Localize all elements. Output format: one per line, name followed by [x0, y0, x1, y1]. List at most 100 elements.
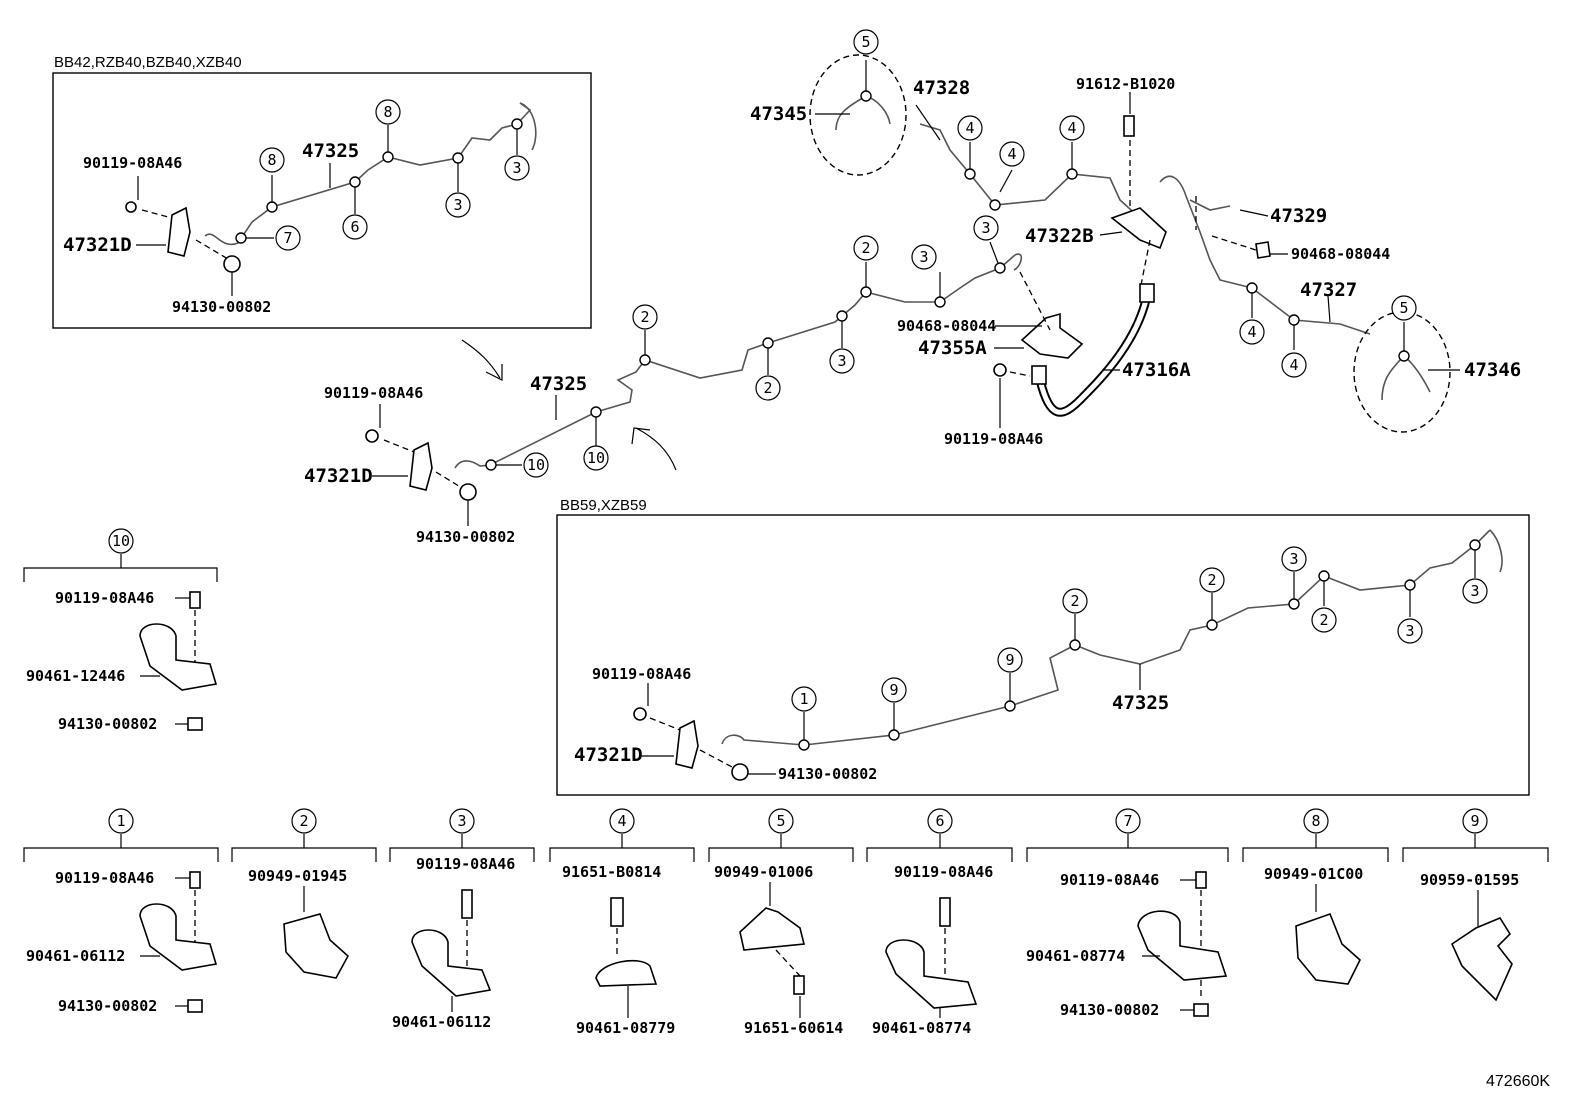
hose-right-circle	[1353, 311, 1451, 433]
callout-bubbles: 8 8 7 6 3 3 10 10 2 2 3 2 3 3 5 4 4 4 4 …	[108, 29, 1488, 834]
label-tube-lower: 47325	[1112, 692, 1169, 714]
main-front-tube: 90119-08A46 47321D 94130-00802 47325	[304, 241, 1023, 546]
svg-text:3: 3	[1470, 582, 1479, 600]
clamp-point	[888, 729, 900, 741]
clamp-point	[1206, 619, 1218, 631]
variant-frame-lower-right	[556, 514, 1530, 796]
clamp-point	[860, 286, 872, 298]
clamp-set-10: 90119-08A46 90461-12446 94130-00802	[23, 554, 218, 733]
svg-text:4: 4	[1007, 145, 1016, 163]
label-nut-main: 94130-00802	[416, 528, 515, 546]
svg-text:4: 4	[1247, 323, 1256, 341]
callout-bubble: 8	[375, 99, 401, 125]
tube-path-upper-left	[204, 102, 532, 246]
clamp-point	[452, 152, 464, 164]
svg-text:10: 10	[527, 456, 545, 474]
label-set5-bolt: 91651-60614	[744, 1019, 843, 1037]
svg-text:2: 2	[1207, 571, 1216, 589]
svg-text:9: 9	[1470, 812, 1479, 830]
svg-text:2: 2	[640, 308, 649, 326]
set-number: 3	[449, 808, 475, 834]
callout-bubble: 7	[275, 225, 301, 251]
label-hose-right: 47346	[1464, 359, 1521, 381]
label-bolt-rear: 91612-B1020	[1076, 75, 1175, 93]
label-tube-main: 47325	[530, 373, 587, 395]
svg-text:7: 7	[283, 229, 292, 247]
label-set10-bolt: 90119-08A46	[55, 589, 154, 607]
label-set1-nut: 94130-00802	[58, 997, 157, 1015]
clamp-point	[1318, 570, 1330, 582]
image-reference: 472660K	[1486, 1073, 1550, 1090]
svg-text:3: 3	[919, 248, 928, 266]
set-number: 2	[291, 808, 317, 834]
svg-text:1: 1	[799, 690, 808, 708]
label-set7-bolt: 90119-08A46	[1060, 871, 1159, 889]
bracket-rear	[1110, 207, 1167, 250]
variant-frame-upper-left	[52, 72, 592, 329]
clamp-point	[1069, 639, 1081, 651]
junction-bracket-lower	[633, 707, 749, 781]
label-set4-clamp: 90461-08779	[576, 1019, 675, 1037]
callout-bubble: 4	[957, 115, 983, 141]
clamp-point	[1469, 539, 1481, 551]
label-bracket-rear: 47322B	[1025, 225, 1094, 247]
svg-text:8: 8	[383, 103, 392, 121]
label-set7-clamp: 90461-08774	[1026, 947, 1125, 965]
arrow-lower	[635, 427, 677, 471]
callout-bubble: 10	[523, 452, 549, 478]
tube-end-upper-left	[519, 102, 537, 151]
label-junction-ul: 47321D	[63, 234, 132, 256]
label-tube-rear-left: 47328	[913, 77, 970, 99]
svg-text:5: 5	[861, 33, 870, 51]
svg-text:2: 2	[1070, 592, 1079, 610]
junction-bracket-main	[365, 429, 477, 501]
svg-text:3: 3	[1405, 622, 1414, 640]
hose-left-circle	[809, 54, 907, 176]
callout-bubble: 3	[445, 192, 471, 218]
callout-bubble: 2	[1062, 588, 1088, 614]
clamp-point	[836, 310, 848, 322]
svg-text:2: 2	[763, 379, 772, 397]
label-nut-ul: 94130-00802	[172, 298, 271, 316]
rear-assembly: 47345 47328 91612-B1020 47322B 47329 904…	[750, 54, 1521, 448]
label-set1-clamp: 90461-06112	[26, 947, 125, 965]
label-tube-rear-right: 47327	[1300, 279, 1357, 301]
arrow-head-lower	[631, 427, 651, 445]
label-tube-ul: 47325	[302, 140, 359, 162]
variant-caption-lower-right: BB59,XZB59	[560, 497, 647, 514]
callout-bubble: 9	[997, 647, 1023, 673]
clamp-point	[934, 296, 946, 308]
label-set8-clip: 90949-01C00	[1264, 865, 1363, 883]
label-set5-clip: 90949-01006	[714, 863, 813, 881]
svg-text:3: 3	[1289, 550, 1298, 568]
clamp-point	[266, 201, 278, 213]
label-bolt-main: 90119-08A46	[324, 384, 423, 402]
callout-bubble: 3	[1281, 546, 1307, 572]
label-bolt-lower: 90119-08A46	[592, 665, 691, 683]
label-clip-rear: 90468-08044	[1291, 245, 1390, 263]
label-set1-bolt: 90119-08A46	[55, 869, 154, 887]
callout-bubble: 2	[1199, 567, 1225, 593]
svg-text:8: 8	[1311, 812, 1320, 830]
svg-text:3: 3	[981, 219, 990, 237]
callout-bubble: 8	[259, 147, 285, 173]
svg-text:4: 4	[1289, 356, 1298, 374]
variant-box-lower-right: BB59,XZB59 90119-08A46	[556, 497, 1530, 796]
label-set3-bolt: 90119-08A46	[416, 855, 515, 873]
svg-text:3: 3	[512, 159, 521, 177]
label-set3-clamp: 90461-06112	[392, 1013, 491, 1031]
svg-text:2: 2	[1319, 611, 1328, 629]
label-junction-main: 47321D	[304, 465, 373, 487]
clip-rear	[1255, 241, 1271, 259]
arrow-head-upper	[485, 364, 503, 381]
callout-bubble: 4	[999, 141, 1025, 167]
variant-box-upper-left: BB42,RZB40,BZB40,XZB40 90119-08A46 47321…	[52, 54, 592, 329]
clamp-point	[349, 176, 361, 188]
set-number: 4	[609, 808, 635, 834]
svg-text:4: 4	[617, 812, 626, 830]
label-set10-nut: 94130-00802	[58, 715, 157, 733]
label-junction-lower: 47321D	[574, 744, 643, 766]
label-bolt-ul: 90119-08A46	[83, 154, 182, 172]
callout-bubble: 5	[853, 29, 879, 55]
set-number: 1	[108, 808, 134, 834]
